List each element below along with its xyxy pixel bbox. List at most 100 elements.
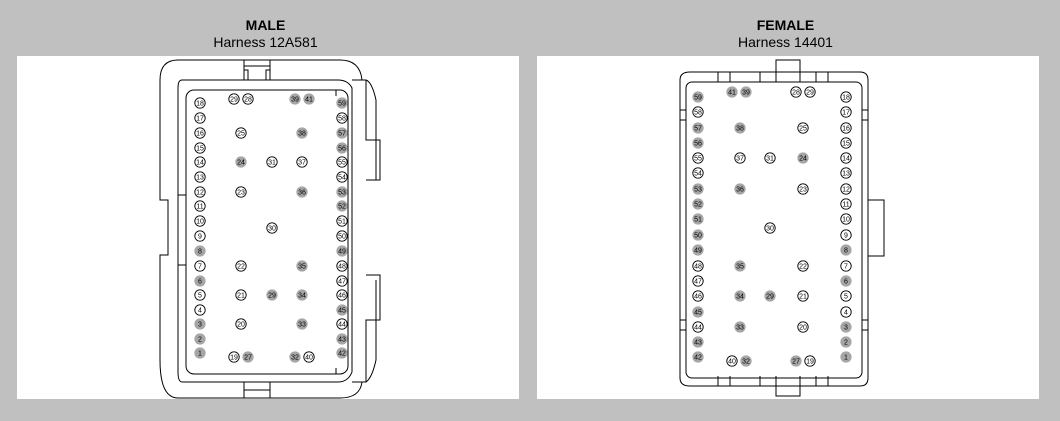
male-pin-circle (336, 142, 348, 154)
female-pin-circle (692, 106, 704, 118)
female-pin-circle (840, 229, 852, 241)
female-pin-43: 43 (692, 336, 704, 348)
male-pin-label: 57 (338, 130, 346, 137)
male-pin-circle (266, 289, 278, 301)
male-pin-13: 13 (194, 171, 206, 183)
female-pin-14: 14 (840, 152, 852, 164)
female-pin-circle (692, 91, 704, 103)
female-pin-label: 7 (844, 263, 848, 270)
male-pin-label: 1 (198, 350, 202, 357)
female-pin-label: 32 (742, 358, 750, 365)
male-pin-8: 8 (194, 245, 206, 257)
female-pin-circle (734, 152, 746, 164)
female-pin-label: 51 (694, 216, 702, 223)
female-pin-10: 10 (840, 213, 852, 225)
female-pin-circle (734, 290, 746, 302)
male-pin-circle (194, 142, 206, 154)
male-pin-label: 11 (196, 203, 203, 210)
female-pin-label: 37 (736, 155, 744, 162)
female-pin-23: 23 (797, 183, 809, 195)
male-pin-38: 38 (296, 127, 308, 139)
male-pin-14: 14 (194, 156, 206, 168)
male-pin-circle (296, 318, 308, 330)
female-pin-circle (840, 106, 852, 118)
female-pin-label: 11 (842, 201, 849, 208)
male-pin-54: 54 (336, 171, 348, 183)
male-pin-37: 37 (296, 156, 308, 168)
female-pin-2: 2 (840, 336, 852, 348)
female-pin-9: 9 (840, 229, 852, 241)
female-pin-circle (840, 167, 852, 179)
female-pin-47: 47 (692, 275, 704, 287)
female-pin-label: 14 (842, 155, 850, 162)
female-pin-label: 29 (766, 293, 774, 300)
male-pin-circle (336, 215, 348, 227)
male-pin-label: 43 (338, 336, 346, 343)
male-pin-circle (336, 200, 348, 212)
female-pin-15: 15 (840, 137, 852, 149)
female-pin-circle (797, 122, 809, 134)
male-pin-label: 20 (237, 321, 245, 328)
male-pin-23: 23 (235, 186, 247, 198)
male-pin-56: 56 (336, 142, 348, 154)
male-pin-label: 39 (291, 96, 299, 103)
male-pin-label: 29 (268, 292, 276, 299)
female-pin-label: 44 (694, 324, 702, 331)
male-pin-circle (336, 245, 348, 257)
male-pin-circle (194, 156, 206, 168)
female-pin-label: 10 (842, 216, 850, 223)
female-pin-label: 28 (792, 89, 800, 96)
male-pin-2: 2 (194, 333, 206, 345)
male-pin-label: 21 (237, 292, 245, 299)
female-pin-label: 56 (694, 140, 702, 147)
female-pin-circle (734, 260, 746, 272)
female-pin-label: 49 (694, 247, 702, 254)
female-pin-circle (726, 355, 738, 367)
female-pin-label: 13 (842, 170, 850, 177)
female-pin-circle (726, 86, 738, 98)
female-title: FEMALE (756, 17, 815, 33)
male-pin-29: 29 (266, 289, 278, 301)
male-pin-11: 11 (194, 200, 206, 212)
male-pin-label: 49 (338, 248, 346, 255)
male-pin-label: 59 (338, 100, 346, 107)
male-pin-label: 6 (198, 278, 202, 285)
female-pin-label: 59 (694, 94, 702, 101)
male-pin-label: 36 (298, 189, 306, 196)
male-pin-32: 32 (289, 351, 301, 363)
male-pin-circle (194, 186, 206, 198)
male-pin-label: 35 (298, 263, 306, 270)
male-pin-12: 12 (194, 186, 206, 198)
female-pin-label: 6 (844, 278, 848, 285)
female-pin-label: 55 (694, 155, 702, 162)
male-pin-33: 33 (296, 318, 308, 330)
male-pin-label: 12 (196, 189, 204, 196)
female-pin-circle (797, 183, 809, 195)
female-pin-27: 27 (790, 355, 802, 367)
female-pin-circle (734, 183, 746, 195)
male-pin-circle (336, 186, 348, 198)
female-pin-label: 41 (728, 89, 736, 96)
female-pin-30: 30 (764, 222, 776, 234)
female-pin-circle (840, 183, 852, 195)
male-pin-circle (336, 318, 348, 330)
female-subtitle: Harness 14401 (738, 34, 833, 50)
female-pin-29: 29 (804, 86, 816, 98)
male-pin-circle (242, 351, 254, 363)
male-pin-label: 33 (298, 321, 306, 328)
female-pin-circle (840, 213, 852, 225)
female-pin-56: 56 (692, 137, 704, 149)
male-pin-19: 19 (228, 351, 240, 363)
male-pin-circle (336, 275, 348, 287)
male-pin-5: 5 (194, 289, 206, 301)
female-pin-label: 36 (736, 186, 744, 193)
male-pin-label: 52 (338, 203, 346, 210)
male-pin-circle (235, 156, 247, 168)
female-pin-16: 16 (840, 122, 852, 134)
male-pin-label: 3 (198, 321, 202, 328)
female-pin-label: 22 (799, 263, 807, 270)
male-pin-circle (289, 351, 301, 363)
male-pin-circle (194, 289, 206, 301)
male-pin-circle (336, 333, 348, 345)
male-pin-circle (235, 318, 247, 330)
